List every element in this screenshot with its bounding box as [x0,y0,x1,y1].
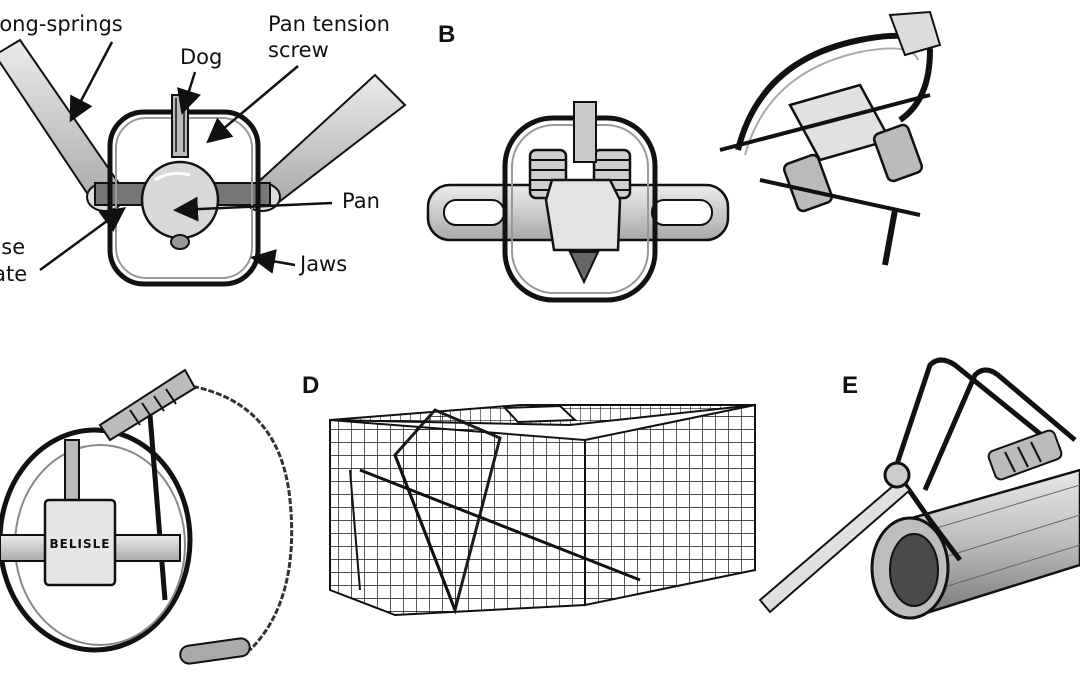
arrow-jaws [250,249,296,274]
trap-b-coil-angle [719,10,942,266]
label-pan: Pan [342,189,380,213]
label-long-springs: Long-springs [0,12,123,36]
trap-a-long-spring: Long-springs Dog Pan tension screw Pan B… [0,12,407,287]
trap-d-cage [329,403,756,617]
trap-c-brand-text: BELISLE [50,537,111,551]
label-dog: Dog [180,45,222,69]
panel-label-e: E [842,372,858,399]
trap-a-left-spring [0,38,122,207]
label-base-2: plate [0,262,27,286]
panel-label-d: D [302,372,319,399]
label-pan-tension-1: Pan tension [268,12,390,36]
arrow-base-plate [39,207,127,272]
arrow-pan-tension [206,65,299,144]
trap-b-coil-front [426,101,730,303]
trap-c-belisle: BELISLE [0,368,294,665]
label-pan-tension-2: screw [268,38,329,62]
arrow-pan [173,196,333,222]
arrow-long-springs [69,41,114,123]
trap-a-right-spring [253,73,407,207]
trap-e-bodygrip-tube [758,357,1080,620]
label-jaws: Jaws [298,252,347,276]
arrow-dog [177,71,201,115]
label-base-1: Base [0,235,25,259]
panel-label-b: B [438,21,455,48]
